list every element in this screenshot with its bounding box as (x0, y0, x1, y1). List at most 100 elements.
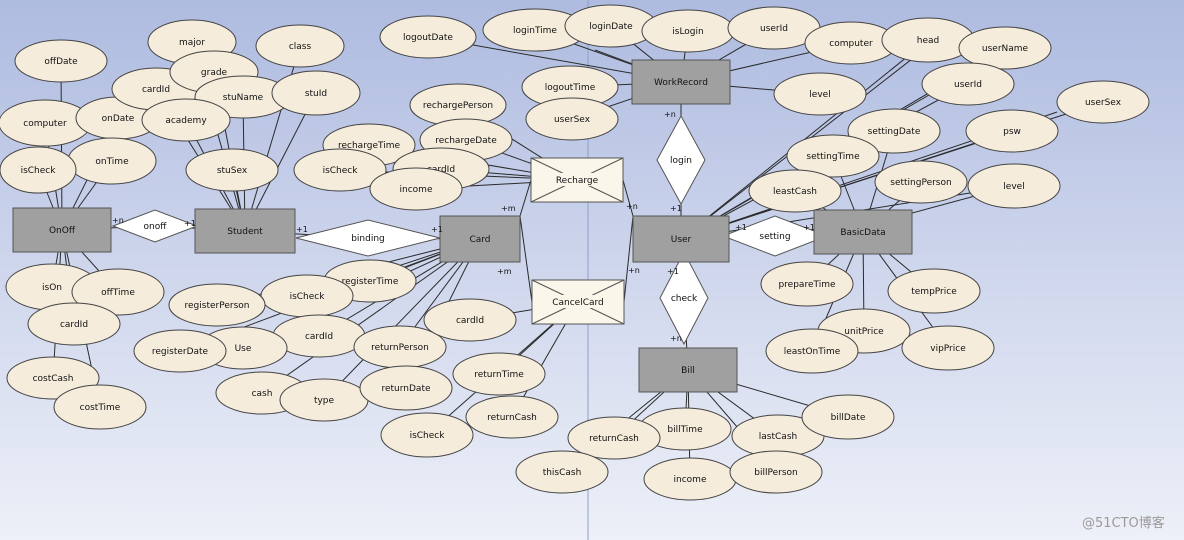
relationship-login: login (656, 114, 706, 206)
attribute-workrecord: level (773, 72, 867, 116)
entity-user: User (632, 215, 730, 263)
attribute-student: stuId (271, 70, 361, 116)
attribute-connector (680, 130, 1013, 240)
attribute-onoff: offTime (71, 268, 165, 316)
attribute-label: userSex (554, 115, 591, 125)
attribute-label: stuName (223, 93, 264, 103)
attribute-label: settingTime (806, 152, 860, 162)
attribute-ellipse (786, 134, 880, 178)
attribute-workrecord: userSex (525, 97, 619, 141)
relationship-label: CancelCard (552, 298, 604, 308)
attribute-label: logoutTime (545, 83, 596, 93)
relationship-shape (659, 250, 709, 346)
attribute-label: settingDate (868, 127, 921, 137)
relationship-connector (519, 215, 533, 303)
entity-basicdata: BasicData (813, 209, 913, 255)
attribute-ellipse (141, 98, 231, 142)
attribute-ellipse (748, 169, 842, 213)
attribute-user: userSex (1056, 80, 1150, 124)
attribute-student: class (255, 24, 345, 68)
attribute-label: userId (760, 24, 788, 34)
attribute-label: level (1003, 182, 1024, 192)
attribute-card: returnDate (359, 365, 453, 411)
entity-box (632, 215, 730, 263)
attribute-label: cash (252, 389, 273, 399)
relationship-label: setting (759, 232, 790, 242)
cardinality-onoff-right: +1 (184, 219, 196, 228)
attribute-onoff: offDate (14, 39, 108, 83)
attribute-workrecord: logoutDate (379, 15, 477, 59)
attribute-label: Use (235, 344, 252, 354)
attribute-card: isCheck (260, 274, 354, 318)
attribute-ellipse (255, 24, 345, 68)
attribute-label: stuId (305, 89, 327, 99)
attribute-label: level (809, 90, 830, 100)
cardinality-setting-user: +1 (735, 223, 747, 232)
attribute-ellipse (14, 39, 108, 83)
cardinality-login-top: +n (664, 110, 676, 119)
attribute-recharge: income (369, 167, 463, 211)
attribute-onoff: isCheck (0, 146, 77, 194)
cardinality-labels: +n+1+1+1+m+n+m+n+n+1+1+1+1+n (112, 110, 815, 343)
attribute-ellipse (525, 97, 619, 141)
entity-card: Card (439, 215, 521, 263)
relationship-label: check (671, 294, 698, 304)
attribute-label: thisCash (543, 468, 582, 478)
entity-box (638, 347, 738, 393)
attribute-ellipse (452, 352, 546, 396)
attribute-ellipse (71, 268, 165, 316)
attribute-basicdata: vipPrice (901, 325, 995, 371)
attribute-onoff: costTime (53, 384, 147, 430)
entity-label: OnOff (49, 226, 76, 236)
entity-student: Student (194, 208, 296, 254)
relationship-label: login (670, 156, 692, 166)
attribute-basicdata: settingPerson (874, 160, 968, 204)
attribute-ellipse (801, 394, 895, 440)
attribute-ellipse (465, 395, 559, 439)
attribute-label: lastCash (759, 432, 797, 442)
entity-label: Bill (681, 366, 695, 376)
attribute-label: cardId (427, 165, 455, 175)
attribute-label: type (314, 396, 335, 406)
relationship-check: check (659, 250, 709, 346)
attribute-label: class (289, 42, 312, 52)
attribute-label: head (917, 36, 939, 46)
attribute-bill: income (643, 457, 737, 501)
attribute-label: cardId (305, 332, 333, 342)
attribute-bill: thisCash (515, 450, 609, 494)
attribute-label: major (179, 38, 205, 48)
attribute-workrecord: isLogin (641, 9, 735, 53)
attribute-ellipse (379, 15, 477, 59)
relationship-setting: setting (721, 215, 829, 257)
attribute-label: academy (165, 116, 207, 126)
attribute-label: returnPerson (371, 343, 429, 353)
attribute-label: leastOnTime (784, 347, 841, 357)
attribute-label: offTime (101, 288, 135, 298)
attribute-label: costCash (33, 374, 74, 384)
attribute-ellipse (729, 450, 823, 494)
attribute-connector (261, 238, 481, 394)
attribute-user: psw (965, 109, 1059, 153)
attribute-onoff: onTime (67, 137, 157, 185)
attribute-label: rechargeDate (435, 136, 497, 146)
attribute-label: returnCash (589, 434, 639, 444)
attribute-label: onTime (95, 157, 129, 167)
attribute-label: unitPrice (844, 327, 884, 337)
attribute-ellipse (293, 148, 387, 192)
attribute-label: cardId (60, 320, 88, 330)
attribute-cancelcard: returnCash (465, 395, 559, 439)
attribute-label: cardId (456, 316, 484, 326)
entity-box (12, 207, 112, 253)
attribute-basicdata: settingDate (847, 108, 941, 154)
attribute-label: registerDate (152, 347, 209, 357)
relationship-binding: binding (295, 219, 441, 257)
attribute-ellipse (133, 329, 227, 373)
cardinality-recharge-user: +n (626, 202, 638, 211)
attribute-student: academy (141, 98, 231, 142)
attribute-label: tempPrice (911, 287, 957, 297)
attribute-ellipse (0, 146, 77, 194)
attribute-bill: billDate (801, 394, 895, 440)
attribute-ellipse (359, 365, 453, 411)
